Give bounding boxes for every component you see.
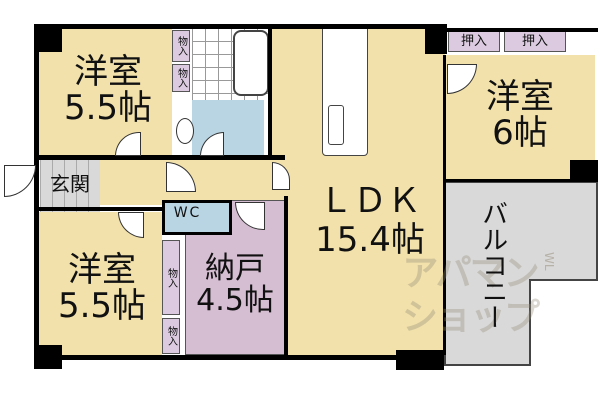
room-entrance: [40, 160, 100, 212]
closet-e-2: 押入: [504, 30, 566, 52]
room-size: 5.5帖: [63, 87, 153, 128]
label-balcony: バルコニー: [477, 200, 508, 330]
column-sw: [34, 345, 62, 369]
closet-sw-2: 物入: [162, 318, 180, 354]
room-name: 洋室: [68, 250, 136, 290]
closet-sw-1: 物入: [162, 240, 180, 315]
wall-storage-e: [284, 196, 288, 358]
room-name: 納戸: [205, 251, 265, 286]
wall-top: [35, 24, 445, 29]
room-size: 4.5帖: [196, 282, 274, 318]
wall-bath-e: [268, 28, 272, 158]
closet-nw-1: 物入: [172, 30, 190, 62]
closet-nw-2: 物入: [172, 64, 190, 92]
room-name: 洋室: [486, 77, 554, 117]
label-wc: WC: [173, 205, 202, 221]
room-name: ＬＤＫ: [319, 181, 421, 221]
wall-ldk-e: [443, 55, 446, 355]
room-size: 5.5帖: [57, 285, 147, 326]
column-n: [425, 24, 447, 54]
room-wc: [162, 200, 232, 235]
room-size: 15.4帖: [315, 220, 425, 261]
hallway: [100, 160, 290, 205]
wall-mid-h: [35, 155, 285, 160]
bathtub-icon: [233, 30, 269, 96]
column-ne: [570, 160, 598, 182]
watermark-logo: アパマンショップ: [401, 253, 540, 338]
entrance-door[interactable]: [4, 165, 36, 197]
watermark-sub: WL: [542, 252, 556, 271]
label-entrance: 玄関: [50, 172, 90, 196]
closet-e-1: 押入: [448, 30, 500, 52]
wall-left: [34, 24, 39, 364]
wall-top-right: [440, 28, 598, 32]
stove-icon: [328, 105, 344, 145]
wall-bottom: [34, 355, 444, 360]
column-se: [396, 350, 444, 370]
column-nw: [34, 24, 62, 52]
room-size: 6帖: [492, 112, 548, 153]
wall-hall-bottom: [35, 207, 165, 211]
balcony: [444, 181, 598, 366]
room-name: 洋室: [74, 52, 142, 92]
sink-icon: [176, 118, 194, 144]
wall-e-bottom: [445, 179, 595, 182]
